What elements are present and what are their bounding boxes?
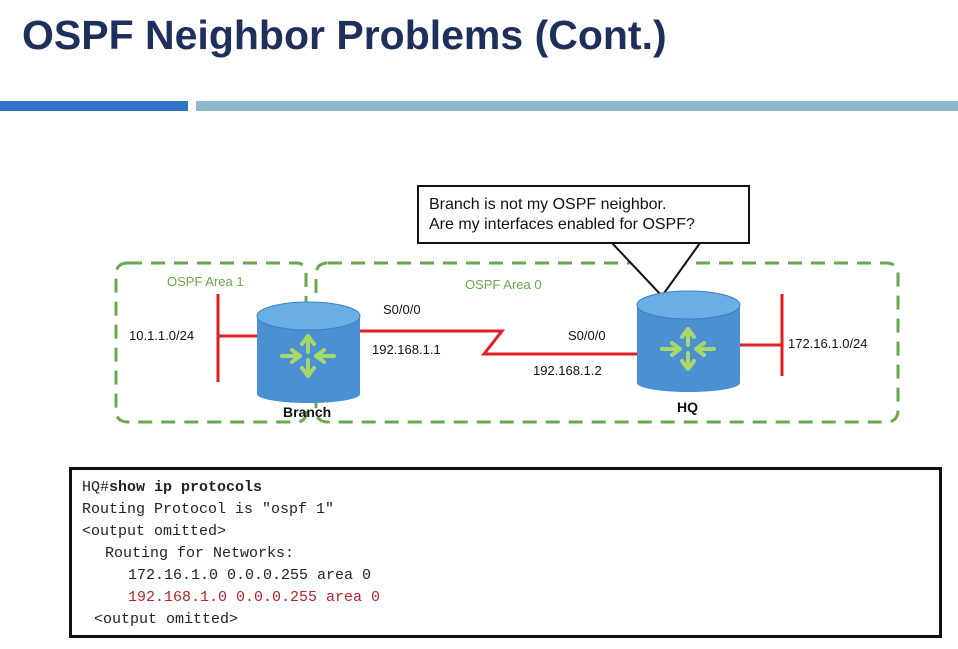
branch-serial-ip: 192.168.1.1	[372, 342, 441, 357]
hq-router-icon	[636, 290, 741, 392]
cli-routing-for-networks: Routing for Networks:	[105, 545, 295, 562]
serial-link	[360, 329, 638, 356]
hq-serial-ip: 192.168.1.2	[533, 363, 602, 378]
callout-line-1: Branch is not my OSPF neighbor.	[429, 196, 667, 213]
cli-command-line: HQ#show ip protocols	[82, 477, 939, 499]
callout-line-2: Are my interfaces enabled for OSPF?	[429, 216, 695, 233]
cli-routing-protocol: Routing Protocol is "ospf 1"	[82, 501, 335, 518]
cli-command: show ip protocols	[109, 479, 263, 496]
cli-output-box: HQ#show ip protocols Routing Protocol is…	[69, 467, 942, 638]
branch-serial-interface: S0/0/0	[383, 302, 421, 317]
hq-lan-label: 172.16.1.0/24	[788, 336, 868, 351]
title-underline	[196, 101, 958, 111]
slide-title: OSPF Neighbor Problems (Cont.)	[22, 12, 667, 58]
branch-lan-label: 10.1.1.0/24	[129, 328, 195, 343]
hq-serial-interface: S0/0/0	[568, 328, 606, 343]
hq-thought-callout: Branch is not my OSPF neighbor. Are my i…	[417, 185, 750, 244]
area1-label: OSPF Area 1	[167, 274, 244, 289]
cli-prompt: HQ#	[82, 479, 110, 496]
cli-output-omitted: <output omitted>	[82, 523, 227, 540]
callout-pointer	[611, 242, 701, 298]
branch-router-label: Branch	[283, 404, 332, 420]
cli-network-entry: 172.16.1.0 0.0.0.255 area 0	[128, 567, 372, 584]
title-underline-accent	[0, 101, 188, 111]
area0-label: OSPF Area 0	[465, 277, 542, 292]
cli-network-entry-highlight: 192.168.1.0 0.0.0.255 area 0	[128, 589, 381, 606]
branch-router-icon	[256, 301, 361, 403]
cli-output-omitted: <output omitted>	[94, 611, 239, 628]
hq-router-label: HQ	[677, 399, 698, 415]
